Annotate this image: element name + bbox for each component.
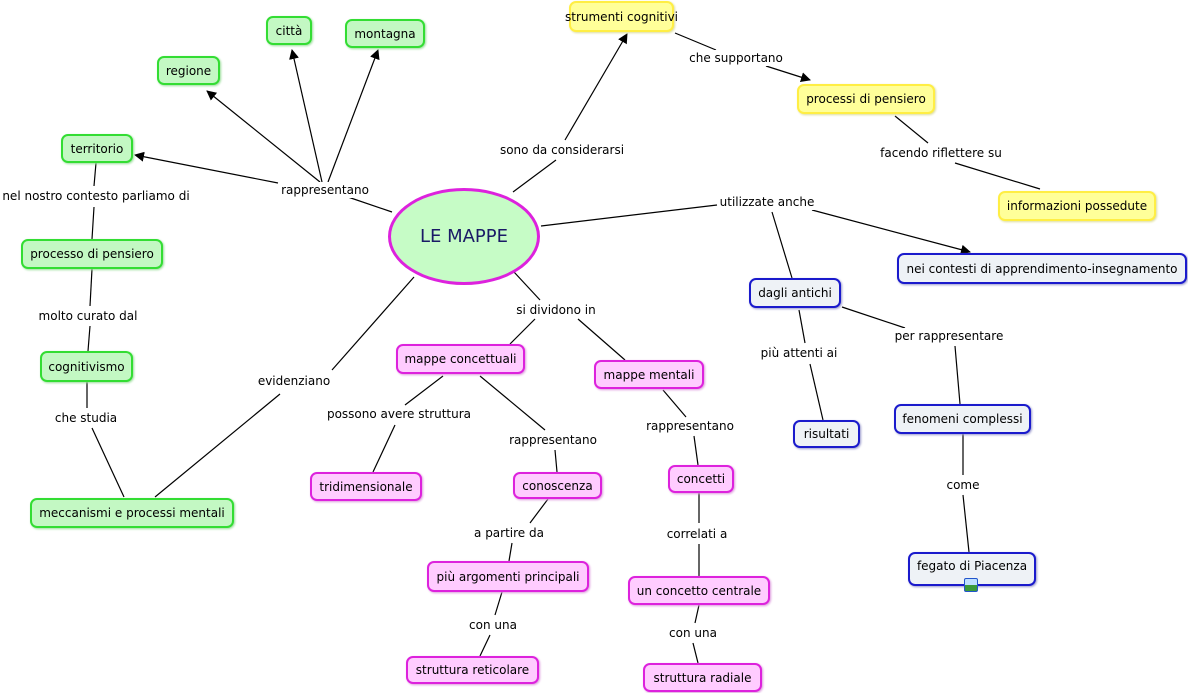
connector-line [479, 634, 491, 657]
central-node-le-mappe[interactable]: LE MAPPE [388, 188, 540, 285]
connector-line [513, 271, 541, 301]
link-label-possono-avere-struttura: possono avere struttura [324, 406, 474, 422]
link-label-rappresentano: rappresentano [279, 182, 371, 198]
link-label-rappresentano: rappresentano [507, 432, 599, 448]
connector-line [372, 424, 396, 473]
node-struttura-reticolare[interactable]: struttura reticolare [406, 656, 539, 684]
connector-line [692, 642, 699, 664]
link-label-facendo-riflettere-su: facendo riflettere su [878, 145, 1004, 161]
link-label-con-una: con una [467, 617, 519, 633]
connector-line [662, 389, 687, 418]
node-risultati[interactable]: risultati [793, 420, 860, 448]
connector-line [962, 494, 970, 553]
connector-line [331, 276, 415, 371]
node-citta[interactable]: città [266, 16, 312, 45]
link-label-per-rappresentare: per rappresentare [892, 328, 1006, 344]
connector-line [954, 345, 961, 405]
connector-line [93, 162, 97, 187]
link-label-piu-attenti-ai: più attenti ai [758, 345, 840, 361]
connector-line [540, 204, 718, 227]
connector-line [693, 435, 699, 466]
connector-line [91, 427, 125, 498]
node-fenomeni-complessi[interactable]: fenomeni complessi [894, 404, 1031, 434]
link-label-che-studia: che studia [52, 410, 120, 426]
node-conoscenza[interactable]: conoscenza [513, 472, 602, 499]
link-label-a-partire-da: a partire da [472, 525, 546, 541]
arrow-connector [134, 151, 279, 184]
connector-line [508, 542, 513, 562]
arrow-connector [564, 33, 628, 141]
connector-line [554, 449, 558, 473]
connector-line [87, 325, 91, 352]
node-un-concetto-centrale[interactable]: un concetto centrale [628, 576, 770, 605]
connector-line [894, 115, 929, 144]
node-informazioni-possedute[interactable]: informazioni possedute [998, 191, 1156, 221]
connector-line [89, 268, 93, 307]
connector-line [529, 498, 549, 524]
link-label-con-una: con una [667, 625, 719, 641]
image-resource-icon[interactable] [964, 578, 978, 592]
link-label-che-supportano: che supportano [687, 50, 785, 66]
connector-line [344, 195, 393, 213]
node-piu-argomenti-principali[interactable]: più argomenti principali [427, 561, 589, 592]
connector-line [479, 375, 546, 431]
arrow-connector [811, 209, 971, 255]
node-strumenti-cognitivi[interactable]: strumenti cognitivi [565, 1, 678, 32]
link-label-utilizzate-anche: utilizzate anche [717, 194, 817, 210]
connector-line [798, 309, 806, 344]
node-struttura-radiale[interactable]: struttura radiale [643, 663, 762, 692]
link-label-sono-da-considerarsi: sono da considerarsi [497, 142, 627, 158]
arrow-connector [327, 49, 380, 183]
link-label-si-dividono-in: si dividono in [514, 302, 598, 318]
node-meccanismi-e-processi-mentali[interactable]: meccanismi e processi mentali [30, 498, 234, 528]
connector-line [674, 32, 717, 51]
connector-line [841, 306, 906, 329]
connector-line [91, 206, 95, 240]
node-mappe-mentali[interactable]: mappe mentali [594, 360, 704, 389]
node-montagna[interactable]: montagna [345, 19, 425, 48]
link-label-molto-curato-dal: molto curato dal [36, 308, 140, 324]
node-processo-di-pensiero[interactable]: processo di pensiero [21, 239, 163, 269]
connector-line [494, 591, 503, 616]
node-processi-di-pensiero[interactable]: processi di pensiero [797, 84, 935, 114]
link-label-evidenziano: evidenziano [255, 373, 333, 389]
arrow-connector [289, 49, 323, 183]
node-cognitivismo[interactable]: cognitivismo [40, 351, 133, 382]
connector-line [809, 363, 824, 421]
arrow-connector [206, 90, 321, 183]
node-territorio[interactable]: territorio [61, 134, 133, 163]
arrow-connector [765, 65, 811, 83]
connector-line [954, 162, 1041, 190]
connector-line [509, 318, 536, 345]
link-label-nel-nostro-contesto: nel nostro contesto parliamo di [0, 188, 192, 204]
link-label-correlati-a: correlati a [664, 526, 730, 542]
connector-line [771, 211, 793, 279]
connector-line [512, 159, 557, 193]
connector-line [577, 318, 626, 361]
node-contesti-apprendimento[interactable]: nei contesti di apprendimento-insegnamen… [897, 253, 1187, 284]
node-tridimensionale[interactable]: tridimensionale [310, 472, 422, 501]
node-regione[interactable]: regione [157, 56, 220, 85]
connector-line [694, 604, 700, 624]
connector-line [154, 393, 281, 498]
node-concetti[interactable]: concetti [668, 465, 734, 493]
node-dagli-antichi[interactable]: dagli antichi [749, 278, 841, 308]
link-label-rappresentano: rappresentano [644, 418, 736, 434]
connector-line [404, 375, 444, 406]
node-mappe-concettuali[interactable]: mappe concettuali [396, 344, 525, 374]
link-label-come: come [944, 477, 982, 493]
